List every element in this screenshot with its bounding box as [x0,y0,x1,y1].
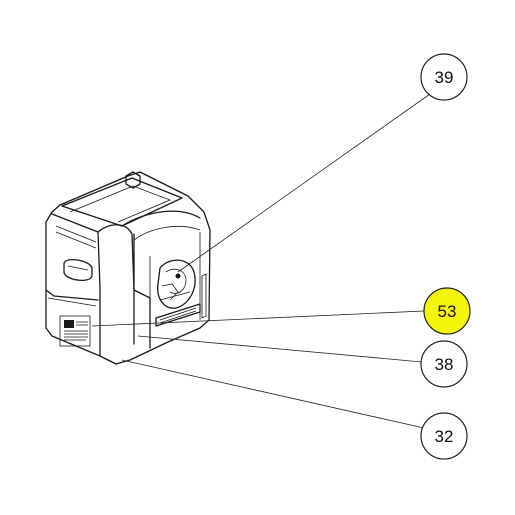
callout-label: 53 [438,302,457,321]
leader-line-39 [177,93,431,273]
callout-32: 32 [420,412,468,460]
callout-label: 38 [435,355,454,374]
callout-label: 39 [435,68,454,87]
callout-53: 53 [423,287,471,335]
leader-line-38 [137,335,423,363]
leader-lines [91,93,431,429]
brand-logo-decal [157,259,196,309]
callout-38: 38 [420,340,468,388]
leader-line-53 [91,310,425,327]
callout-label: 32 [435,427,454,446]
leader-line-32 [121,359,425,429]
callout-39: 39 [420,53,468,101]
motor-housing-cover [45,171,211,365]
